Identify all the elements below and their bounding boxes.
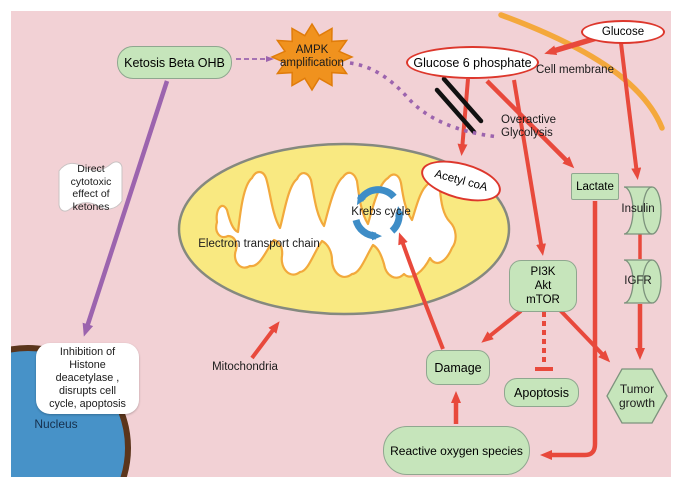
arrow-g6p-to-acetylcoa [457, 78, 470, 156]
nucleus-label: Nucleus [24, 417, 88, 432]
inhibition-line2: Histone [69, 359, 106, 371]
overactive-line1: Overactive [501, 114, 556, 126]
cytotoxic-line1: Direct [77, 163, 105, 175]
acetyl-coa-label: Acetyl coA [433, 168, 489, 194]
krebs-cycle-arrow-top [356, 186, 397, 206]
inhibition-line1: Inhibition of [59, 346, 116, 358]
igfr-cylinder [623, 259, 662, 304]
arrow-mitochondria-pointer [250, 321, 280, 360]
insulin-cylinder [623, 186, 662, 235]
ketosis-label: Ketosis Beta OHB [124, 55, 225, 70]
inhibition-line4: disrupts cell [58, 385, 116, 397]
cytotoxic-line4: ketones [72, 200, 110, 213]
g6p-label: Glucose 6 phosphate [413, 55, 532, 70]
node-glucose-6-phosphate: Glucose 6 phosphate [406, 46, 539, 79]
arrow-lactate-to-ros [540, 201, 598, 460]
krebs-cycle-arrow-right [389, 206, 405, 234]
igfr-text: IGFR [624, 275, 652, 287]
node-reactive-oxygen-species: Reactive oxygen species [383, 426, 530, 475]
node-apoptosis: Apoptosis [504, 378, 579, 407]
ampk-line2: amplification [280, 57, 344, 69]
direct-cytotoxic-label: Direct cytotoxic effect of ketones [56, 163, 126, 213]
ros-label: Reactive oxygen species [390, 443, 523, 458]
node-lactate: Lactate [571, 173, 619, 200]
damage-label: Damage [434, 360, 482, 375]
cell-membrane-label: Cell membrane [536, 64, 628, 77]
etc-text: Electron transport chain [198, 238, 320, 250]
mitochondria-text: Mitochondria [212, 361, 278, 373]
arrow-ketosis-to-nucleus [82, 80, 170, 337]
tumor-line1: Tumor [619, 382, 655, 396]
arrow-g6p-to-lactate [485, 79, 575, 169]
dotted-ampk-to-glycolysis [349, 61, 500, 139]
lactate-label: Lactate [576, 180, 614, 193]
krebs-cycle-arrow-left [352, 218, 382, 241]
cell-membrane-text: Cell membrane [536, 64, 614, 76]
tumor-growth-hexagon [606, 368, 668, 424]
tumor-growth-label: Tumor growth [607, 382, 667, 410]
inhibition-line5: cycle, apoptosis [49, 398, 126, 410]
insulin-text: Insulin [621, 203, 655, 215]
arrow-glucose-to-insulin [619, 42, 642, 180]
node-pi3k-akt-mtor: PI3K Akt mTOR [509, 260, 577, 312]
node-ketosis-beta-ohb: Ketosis Beta OHB [117, 46, 232, 79]
overactive-glycolysis-label: Overactive Glycolysis [501, 114, 571, 139]
igfr-label: IGFR [615, 275, 661, 288]
arrow-damage-to-krebs [398, 232, 445, 350]
krebs-cycle-text: Krebs cycle [351, 206, 411, 218]
inhibition-slash-1 [441, 76, 484, 124]
cytotoxic-flag [58, 161, 123, 212]
mitochondria-label: Mitochondria [203, 361, 287, 374]
pi3k-line3: mTOR [526, 294, 560, 306]
krebs-cycle-label: Krebs cycle [346, 206, 416, 219]
glucose-label: Glucose [601, 26, 645, 38]
cytotoxic-line2: cytotoxic [70, 175, 112, 188]
node-inhibition-histone: Inhibition of Histone deacetylase , disr… [36, 343, 139, 414]
cytotoxic-line3: effect of [72, 188, 110, 200]
node-ampk-amplification: AMPK amplification [273, 44, 351, 70]
arrow-pi3k-to-damage [481, 309, 523, 343]
nucleus-text: Nucleus [34, 417, 78, 431]
insulin-label: Insulin [615, 203, 661, 216]
node-damage: Damage [426, 350, 490, 385]
arrow-g6p-to-pi3k [512, 79, 546, 256]
pi3k-line1: PI3K [530, 266, 556, 278]
pi3k-line2: Akt [534, 280, 552, 292]
inhibition-slash-2 [434, 87, 477, 135]
node-glucose: Glucose [581, 20, 665, 44]
inhibition-line3: deacetylase , [55, 372, 120, 384]
diagram-canvas: Ketosis Beta OHB AMPK amplification Gluc… [11, 11, 671, 477]
electron-transport-chain-label: Electron transport chain [192, 238, 326, 251]
tumor-line2: growth [618, 396, 656, 410]
cell-membrane-curve [498, 12, 665, 131]
inhibition-text-block: Inhibition of Histone deacetylase , disr… [49, 346, 126, 411]
apoptosis-label: Apoptosis [514, 385, 569, 400]
diagram-world: Ketosis Beta OHB AMPK amplification Gluc… [11, 11, 671, 477]
ampk-line1: AMPK [295, 44, 329, 56]
overactive-line2: Glycolysis [501, 126, 553, 139]
arrow-pi3k-to-tumor [556, 306, 611, 363]
